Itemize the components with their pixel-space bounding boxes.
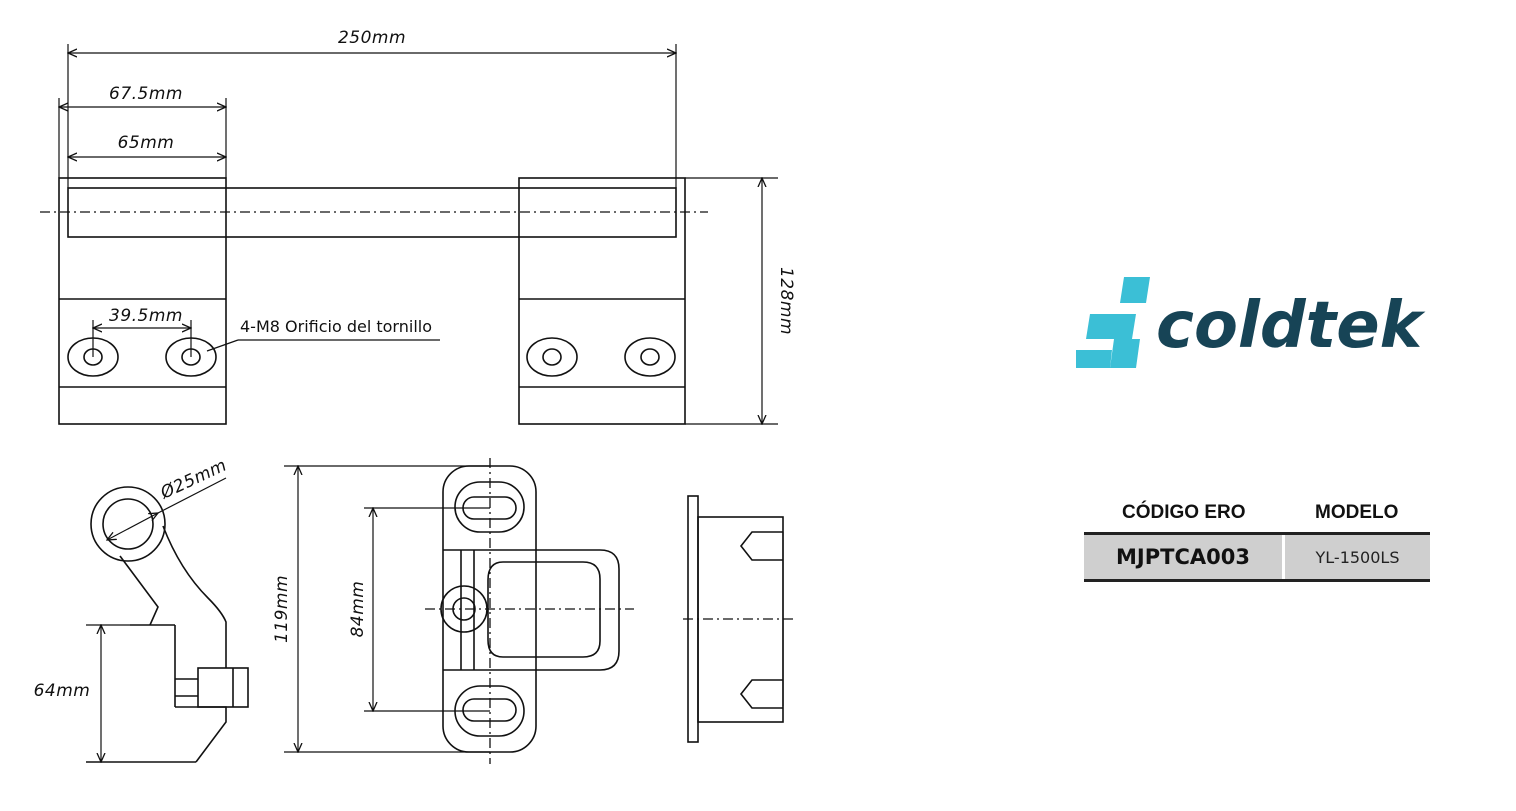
brand-wordmark: coldtek [1156, 289, 1426, 363]
outer-width-label: 67.5mm [109, 84, 183, 104]
brand-mark-icon [1076, 277, 1150, 368]
total-height-label: 128mm [776, 267, 796, 335]
front-view: 119mm 84mm [272, 458, 634, 764]
overall-length-label: 250mm [338, 28, 406, 48]
tongue-inner [487, 561, 601, 658]
handle-ring-inner [102, 498, 154, 550]
slot-spacing-label: 84mm [348, 581, 368, 638]
product-model: YL-1500LS [1283, 533, 1430, 582]
table-row: MJPTCA003 YL-1500LS [1084, 533, 1430, 582]
inner-width-label: 65mm [118, 133, 175, 153]
spec-table: CÓDIGO ERO MODELO MJPTCA003 YL-1500LS [1084, 502, 1430, 582]
side-view: Ø25mm 64mm [34, 455, 249, 763]
catch-lower [739, 679, 783, 709]
arm-outer-edge [162, 525, 227, 668]
end-view [683, 495, 795, 743]
diameter-label: Ø25mm [157, 455, 230, 503]
tongue-outer [443, 549, 620, 671]
right-bracket [518, 177, 686, 425]
top-view: 250mm 67.5mm 65mm 39.5mm 128mm 4-M8 Orif… [40, 28, 796, 424]
catch-upper [739, 531, 783, 561]
screw-hole [624, 337, 676, 377]
base-height-label: 64mm [34, 681, 91, 701]
product-code: MJPTCA003 [1084, 533, 1285, 582]
screw-hole [526, 337, 578, 377]
arm-inner-edge [119, 555, 159, 626]
diameter-dimension [107, 513, 158, 540]
screw-hole-note: 4-M8 Orificio del tornillo [240, 317, 432, 336]
left-bracket [58, 177, 227, 425]
latch-block [197, 667, 249, 708]
hole-spacing-label: 39.5mm [109, 306, 183, 326]
model-header: MODELO [1283, 502, 1430, 535]
plate-height-label: 119mm [272, 575, 292, 643]
coldtek-logo: coldtek [1076, 277, 1426, 368]
code-header: CÓDIGO ERO [1084, 502, 1284, 535]
handle-ring-outer [90, 486, 166, 562]
base-profile [175, 706, 227, 763]
